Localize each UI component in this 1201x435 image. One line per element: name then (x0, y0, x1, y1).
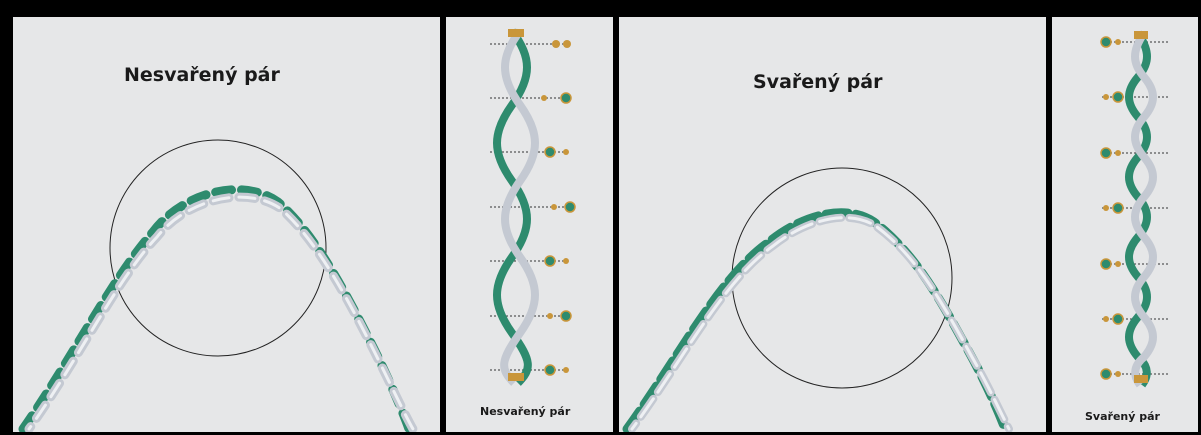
bonded-pair-title: Svařený pár (753, 71, 883, 93)
copper-end-bottom (1134, 375, 1148, 383)
zoom-circle (731, 167, 953, 389)
zoom-circle (109, 139, 327, 357)
copper-end-bottom (508, 373, 524, 381)
white-wire (500, 28, 539, 386)
bonded-pair-vertical-drawing (1100, 30, 1168, 388)
unbonded-pair-arch-drawing (18, 139, 418, 432)
copper-end-top (1134, 31, 1148, 39)
unbonded-pair-title: Nesvařený pár (124, 64, 280, 86)
copper-end-top (508, 29, 524, 37)
position-markers (541, 40, 576, 376)
position-markers (1100, 36, 1124, 380)
unbonded-pair-large-panel: Nesvařený pár (13, 17, 440, 432)
white-wire (1131, 30, 1157, 388)
unbonded-pair-vertical-drawing (490, 28, 576, 386)
bonded-pair-large-panel: Svařený pár (619, 17, 1046, 432)
bonded-pair-side-panel: Svařený pár (1052, 17, 1198, 432)
unbonded-pair-side-panel: Nesvařený pár (446, 17, 613, 432)
unbonded-pair-caption: Nesvařený pár (480, 405, 571, 418)
green-wire (493, 28, 532, 386)
green-wire (1125, 30, 1151, 388)
bonded-pair-arch-drawing (622, 167, 1013, 432)
bonded-pair-caption: Svařený pár (1085, 410, 1160, 423)
